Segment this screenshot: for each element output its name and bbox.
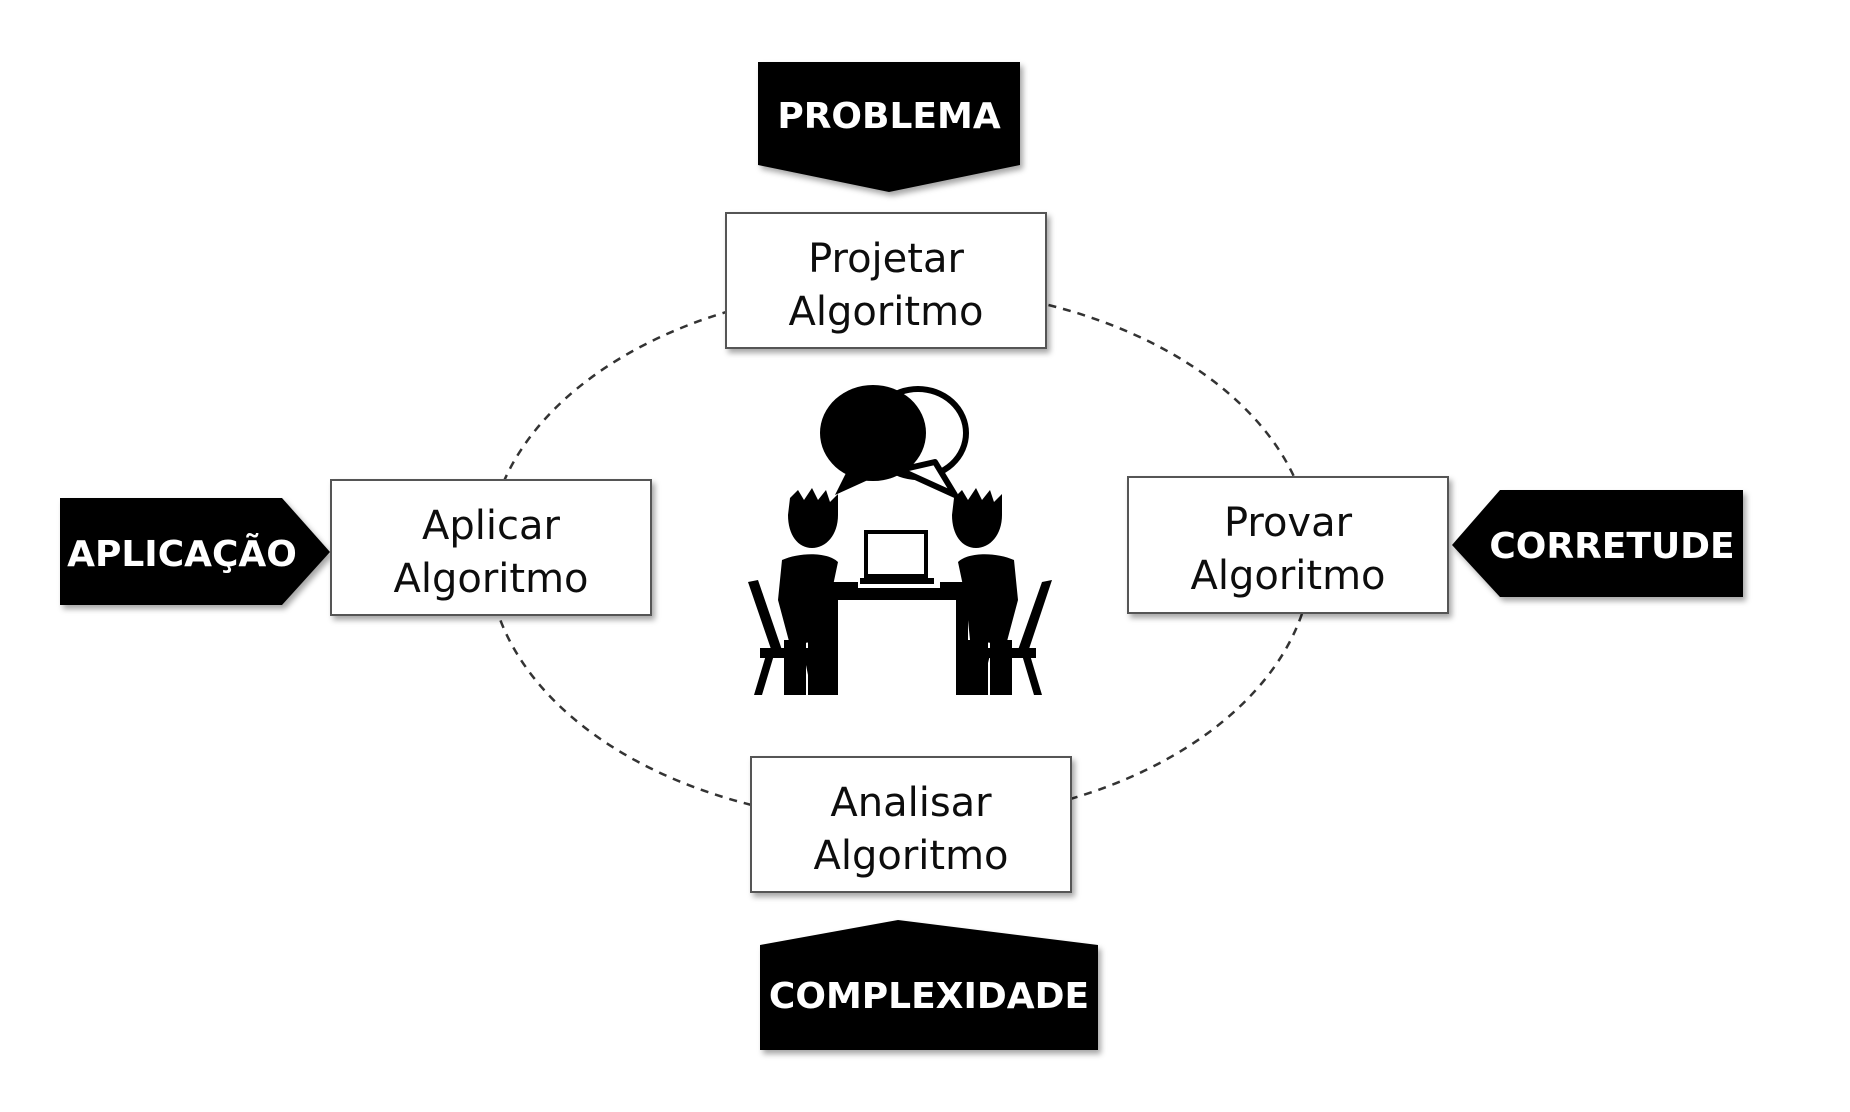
right-person-icon	[940, 488, 1052, 695]
step-design-line1: Projetar	[808, 236, 964, 282]
step-analyze-line2: Algoritmo	[813, 833, 1008, 879]
step-design-line2: Algoritmo	[788, 289, 983, 335]
tag-application-label: APLICAÇÃO	[67, 533, 297, 575]
tag-correctness: CORRETUDE	[1452, 490, 1743, 597]
step-analyze-line1: Analisar	[830, 780, 992, 826]
step-prove-line2: Algoritmo	[1190, 553, 1385, 599]
step-prove-line1: Provar	[1224, 500, 1353, 546]
step-apply-line2: Algoritmo	[393, 556, 588, 602]
left-person-icon	[748, 488, 858, 695]
step-apply-line1: Aplicar	[422, 503, 560, 549]
step-analyze-box: Analisar Algoritmo	[750, 756, 1072, 893]
tag-problem: PROBLEMA	[758, 62, 1020, 192]
tag-complexity: COMPLEXIDADE	[760, 920, 1098, 1050]
laptop-icon	[860, 530, 934, 584]
tag-complexity-label: COMPLEXIDADE	[769, 976, 1089, 1017]
tag-correctness-label: CORRETUDE	[1489, 526, 1734, 567]
table-icon	[822, 588, 972, 695]
tag-problem-label: PROBLEMA	[777, 96, 1001, 137]
step-design-box: Projetar Algoritmo	[725, 212, 1047, 349]
tag-application: APLICAÇÃO	[60, 498, 330, 605]
step-prove-box: Provar Algoritmo	[1127, 476, 1449, 614]
step-apply-box: Aplicar Algoritmo	[330, 479, 652, 616]
two-people-talking-at-table-icon	[748, 385, 1052, 695]
speech-bubble-solid-icon	[820, 385, 926, 495]
